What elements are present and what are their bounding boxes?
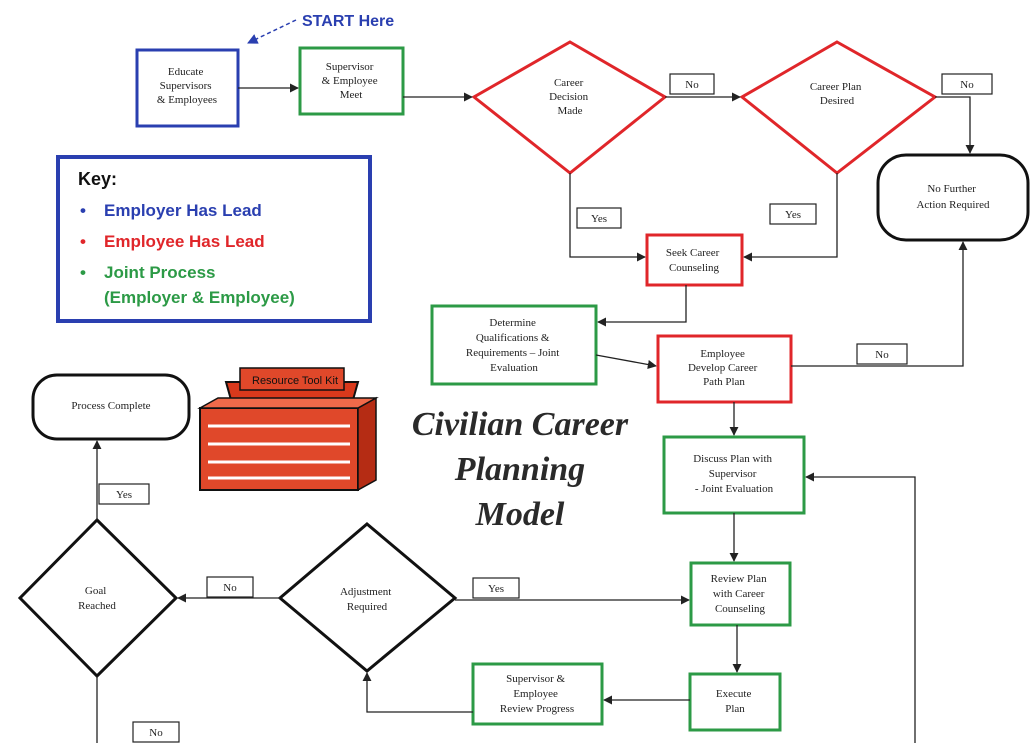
edge-label-no-goal-bottom: No [132, 721, 180, 743]
node-no-further-action: No Further Action Required [876, 153, 1030, 242]
key-legend: Key: • Employer Has Lead • Employee Has … [56, 155, 372, 323]
svg-text:•: • [80, 232, 86, 251]
diagram-title: Civilian Career Planning Model [412, 406, 629, 533]
svg-text:Career Plan Desired: Career Plan Desired [810, 81, 864, 107]
key-joint-sub: (Employer & Employee) [104, 288, 295, 307]
svg-text:Supervisor & Employee: Supervisor & Employee Review Progress [500, 673, 574, 715]
svg-text:Yes: Yes [785, 209, 801, 221]
edge-label-no-3: No [856, 343, 908, 365]
edge-label-yes-2: Yes [769, 203, 817, 225]
svg-text:Execute Plan: Execute Plan [716, 688, 754, 715]
svg-text:•: • [80, 263, 86, 282]
node-goal-reached: Goal Reached [17, 517, 179, 679]
svg-text:Determine Qualifications: Determine Qualifications & Requirements … [466, 317, 562, 374]
node-educate: Educate Supervisors & Employees [135, 48, 240, 128]
edge-label-no-1: No [669, 73, 715, 95]
edge-label-yes-goal: Yes [98, 483, 150, 505]
svg-text:Key:: Key: [78, 169, 117, 189]
svg-text:Educate Supervisors: Educate Supervisors & Employees [157, 66, 217, 106]
node-adjustment-required: Adjustment Required [277, 522, 458, 673]
svg-text:No: No [960, 79, 974, 91]
svg-text:Yes: Yes [591, 213, 607, 225]
node-career-plan-desired: Career Plan Desired [739, 40, 938, 175]
node-career-decision: Career Decision Made [471, 40, 668, 175]
node-process-complete: Process Complete [31, 373, 191, 441]
svg-text:No: No [149, 727, 163, 739]
key-employee: Employee Has Lead [104, 232, 265, 251]
svg-text:No: No [223, 582, 237, 594]
svg-text:No: No [685, 79, 699, 91]
node-review-progress: Supervisor & Employee Review Progress [471, 662, 604, 726]
svg-text:Adjustment Required: Adjustment Required [340, 586, 394, 613]
svg-text:•: • [80, 201, 86, 220]
node-seek-counseling: Seek Career Counseling [645, 233, 744, 287]
node-execute-plan: Execute Plan [688, 672, 782, 732]
svg-text:Yes: Yes [116, 489, 132, 501]
svg-text:Discuss Plan with Superv: Discuss Plan with Supervisor - Joint Eva… [693, 453, 775, 495]
edge-label-no-goal-adj: No [206, 576, 254, 598]
svg-text:Civilian Career: Civilian Career [412, 406, 629, 443]
svg-text:Career Decision Ma: Career Decision Made [549, 77, 591, 117]
start-arrow [247, 19, 297, 44]
svg-text:Supervisor & Employee: Supervisor & Employee Meet [322, 61, 381, 101]
key-joint: Joint Process [104, 263, 216, 282]
node-review-plan: Review Plan with Career Counseling [689, 561, 792, 627]
svg-text:Yes: Yes [488, 583, 504, 595]
toolkit-label: Resource Tool Kit [252, 375, 338, 387]
edge-label-yes-1: Yes [576, 207, 622, 229]
svg-text:Planning: Planning [454, 451, 585, 488]
svg-text:Seek Career Counseling: Seek Career Counseling [666, 247, 722, 274]
svg-text:Review Plan with Career: Review Plan with Career Counseling [711, 573, 770, 615]
node-determine-qualifications: Determine Qualifications & Requirements … [430, 304, 598, 386]
node-develop-plan: Employee Develop Career Path Plan [656, 334, 793, 404]
edge-label-no-2: No [941, 73, 993, 95]
start-here-label: START Here [302, 13, 394, 30]
edge-label-yes-adj: Yes [472, 577, 520, 599]
svg-text:No Further Action Requir: No Further Action Required [916, 183, 990, 211]
svg-text:Process Complete: Process Complete [71, 400, 150, 412]
svg-text:Model: Model [475, 496, 565, 533]
svg-text:Goal Reached: Goal Reached [78, 585, 116, 612]
connectors [92, 83, 975, 743]
svg-text:No: No [875, 349, 889, 361]
key-employer: Employer Has Lead [104, 201, 262, 220]
toolkit-illustration: Resource Tool Kit [197, 367, 379, 492]
node-meet: Supervisor & Employee Meet [298, 46, 405, 116]
svg-text:Employee Develop Career: Employee Develop Career Path Plan [688, 348, 760, 388]
node-discuss-plan: Discuss Plan with Supervisor - Joint Eva… [662, 435, 806, 515]
